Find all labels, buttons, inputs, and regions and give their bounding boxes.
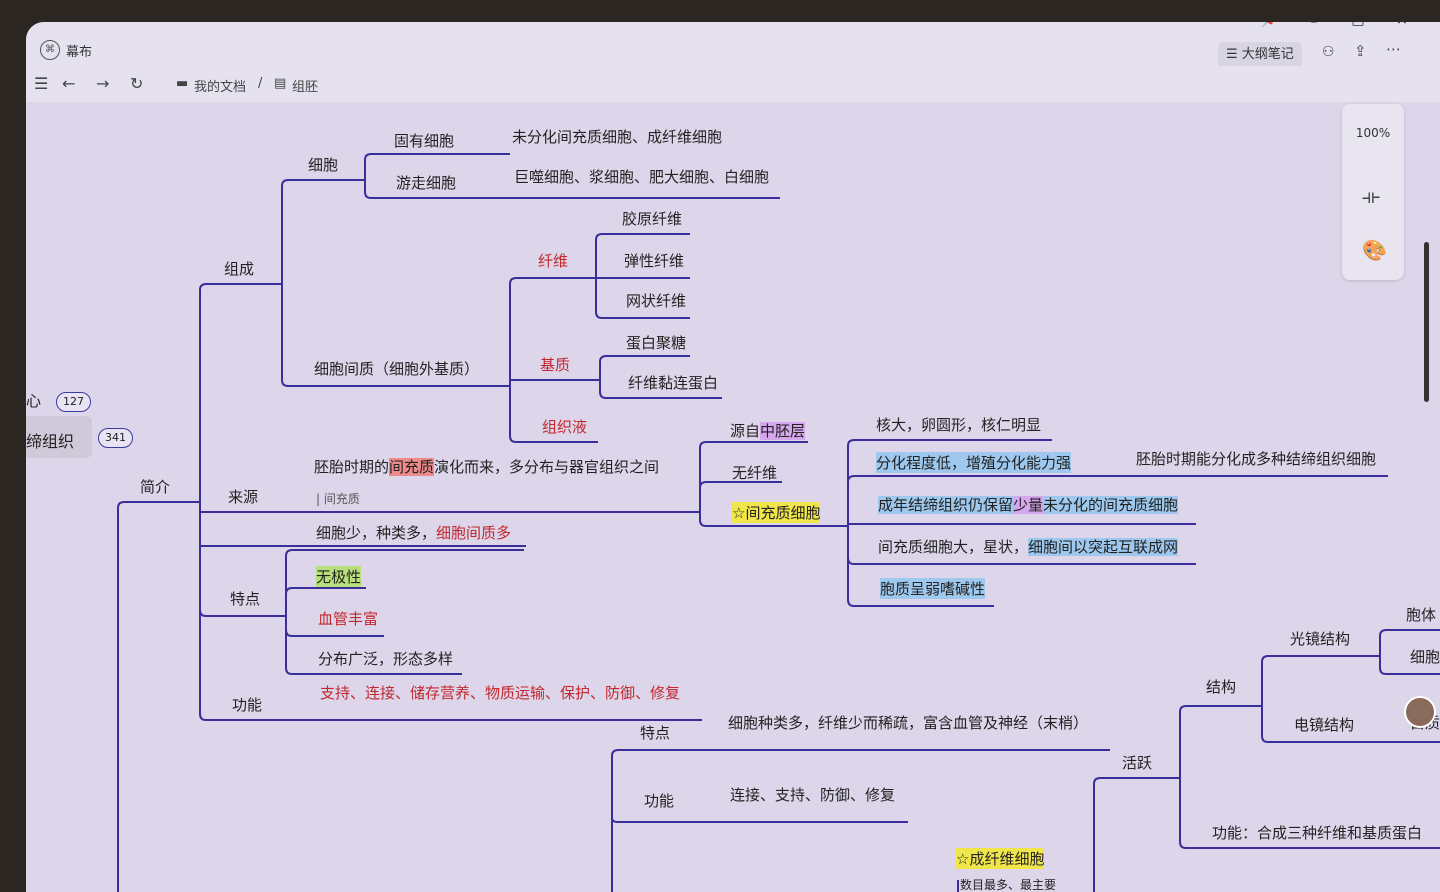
node-root[interactable]: 简介 [140, 478, 171, 496]
node-cell-2[interactable]: 细胞 [1410, 648, 1440, 666]
palette-icon[interactable]: 🎨 [1362, 238, 1387, 262]
node-fibronectin[interactable]: 纤维黏连蛋白 [628, 374, 719, 392]
left-node-label[interactable]: 心 [26, 392, 42, 410]
node-rich-vessels[interactable]: 血管丰富 [318, 610, 379, 628]
maximize-button[interactable]: □ [1344, 22, 1372, 28]
mindmap-canvas[interactable]: 心 127 缔组织 341 简介 组成 细胞 固有细胞 未分化间充质细胞、成纤维… [26, 102, 1440, 892]
minimize-button[interactable]: – [1310, 22, 1318, 30]
pin-button[interactable]: 📌 [1256, 22, 1284, 28]
scrollbar[interactable] [1424, 242, 1429, 402]
node-function-text[interactable]: 支持、连接、储存营养、物质运输、保护、防御、修复 [320, 684, 681, 702]
adult-text-b: 未分化的间充质细胞 [1043, 496, 1179, 514]
node-feature-cells: 细胞少，种类多，细胞间质多 [316, 522, 511, 543]
app-name: 幕布 [66, 45, 93, 60]
share-icon[interactable]: ⇪ [1354, 42, 1367, 60]
node-resident-cells[interactable]: 固有细胞 [394, 132, 455, 150]
node-origin[interactable]: 来源 [228, 488, 259, 506]
node-fibroblast-note[interactable]: 数目最多、最主要 [960, 878, 1057, 892]
node-origin-note[interactable]: | 间充质 [316, 492, 360, 506]
node-ground-substance[interactable]: 基质 [540, 356, 571, 374]
fit-view-icon[interactable]: ⟛ [1362, 184, 1381, 208]
outline-notes-button[interactable]: ☰ 大纲笔记 [1218, 42, 1302, 68]
avatar[interactable] [1404, 696, 1436, 728]
stellate-text-a: 间充质细胞大，星状， [878, 538, 1029, 556]
menu-icon[interactable]: ☰ [34, 74, 49, 93]
node-weak-basophilic[interactable]: 胞质呈弱嗜碱性 [880, 578, 986, 599]
node-elastic-fiber[interactable]: 弹性纤维 [624, 252, 685, 270]
node-differentiation-detail[interactable]: 胚胎时期能分化成多种结缔组织细胞 [1136, 450, 1377, 468]
breadcrumb-current-doc[interactable]: 组胚 [292, 80, 319, 95]
node-fibers[interactable]: 纤维 [538, 252, 569, 270]
collaborate-icon[interactable]: ⚇ [1322, 44, 1335, 60]
node-resident-cells-detail[interactable]: 未分化间充质细胞、成纤维细胞 [512, 128, 723, 146]
mesoderm-highlight: 中胚层 [760, 422, 806, 440]
node-function-3[interactable]: 功能：合成三种纤维和基质蛋白 [1212, 824, 1423, 842]
node-light-microscope[interactable]: 光镜结构 [1290, 630, 1351, 648]
node-electron-microscope[interactable]: 电镜结构 [1294, 716, 1355, 734]
node-reticular-fiber[interactable]: 网状纤维 [626, 292, 687, 310]
node-no-polarity[interactable]: 无极性 [316, 566, 362, 587]
breadcrumb-separator: / [258, 76, 263, 91]
mindmap-connectors [117, 153, 1440, 892]
doc-icon: ▤ [274, 76, 287, 91]
node-structure[interactable]: 结构 [1206, 678, 1237, 696]
node-function-2[interactable]: 功能 [644, 792, 675, 810]
adult-highlight: 少量 [1013, 496, 1044, 514]
node-intercellular-matrix[interactable]: 细胞间质（细胞外基质） [314, 360, 480, 378]
close-button[interactable]: × [1388, 22, 1416, 28]
zoom-panel: 100% ⟛ 🎨 [1342, 104, 1404, 280]
origin-text-b: 演化而来，多分布与器官组织之间 [434, 458, 660, 476]
node-wandering-cells[interactable]: 游走细胞 [396, 174, 457, 192]
zoom-level[interactable]: 100% [1355, 126, 1391, 140]
back-icon[interactable]: ← [62, 74, 76, 93]
node-function[interactable]: 功能 [232, 696, 263, 714]
node-low-differentiation[interactable]: 分化程度低，增殖分化能力强 [876, 452, 1072, 473]
node-large-nucleus[interactable]: 核大，卵圆形，核仁明显 [876, 416, 1042, 434]
adult-text-a: 成年结缔组织仍保留 [878, 496, 1014, 514]
node-mesenchymal-cell[interactable]: ☆间充质细胞 [732, 502, 821, 523]
node-active[interactable]: 活跃 [1122, 754, 1153, 772]
node-features-2[interactable]: 特点 [640, 724, 671, 742]
node-adult-retain: 成年结缔组织仍保留少量未分化的间充质细胞 [878, 494, 1179, 515]
mesoderm-text-a: 源自 [730, 422, 761, 440]
sidebar-card [26, 416, 92, 458]
node-features-2-text[interactable]: 细胞种类多，纤维少而稀疏，富含血管及神经（末梢） [728, 714, 1089, 732]
origin-text-a: 胚胎时期的 [314, 458, 390, 476]
origin-text-highlight: 间充质 [389, 458, 435, 476]
forward-icon[interactable]: → [96, 74, 110, 93]
left-node-label[interactable]: 缔组织 [26, 432, 75, 451]
breadcrumb-my-docs[interactable]: 我的文档 [194, 80, 247, 95]
breadcrumb-folder-icon: ▬ [176, 76, 189, 91]
feature-text-a: 细胞少，种类多， [316, 524, 437, 542]
nav-toolbar: ☰ ← → ↻ ▬ 我的文档 / ▤ 组胚 [26, 66, 1440, 102]
left-node-count-badge[interactable]: 341 [98, 428, 133, 448]
node-collagen-fiber[interactable]: 胶原纤维 [622, 210, 683, 228]
node-tissue-fluid[interactable]: 组织液 [542, 418, 588, 436]
node-fibroblast[interactable]: ☆成纤维细胞 [956, 848, 1045, 869]
node-cell-body[interactable]: 胞体 [1406, 606, 1437, 624]
node-function-2-text[interactable]: 连接、支持、防御、修复 [730, 786, 896, 804]
node-features[interactable]: 特点 [230, 590, 261, 608]
node-stellate-cells: 间充质细胞大，星状，细胞间以突起互联成网 [878, 536, 1179, 557]
refresh-icon[interactable]: ↻ [130, 74, 144, 93]
node-no-fibers[interactable]: 无纤维 [732, 464, 778, 482]
node-origin-text[interactable]: 胚胎时期的间充质演化而来，多分布与器官组织之间 [314, 456, 659, 477]
node-proteoglycan[interactable]: 蛋白聚糖 [626, 334, 687, 352]
stellate-highlight: 细胞间以突起互联成网 [1028, 538, 1179, 556]
node-composition[interactable]: 组成 [224, 260, 255, 278]
more-icon[interactable]: ⋯ [1386, 40, 1401, 58]
node-wandering-cells-detail[interactable]: 巨噬细胞、浆细胞、肥大细胞、白细胞 [514, 168, 770, 186]
feature-text-b: 细胞间质多 [436, 524, 512, 542]
app-logo-icon: ⌘ [40, 40, 60, 60]
node-from-mesoderm: 源自中胚层 [730, 420, 806, 441]
node-cells[interactable]: 细胞 [308, 156, 339, 174]
left-node-count-badge[interactable]: 127 [56, 392, 91, 412]
node-wide-distribution[interactable]: 分布广泛，形态多样 [318, 650, 454, 668]
title-bar: ⌘ 幕布 📌 – □ × ☰ 大纲笔记 ⚇ ⇪ ⋯ [26, 22, 1440, 68]
app-window: ⌘ 幕布 📌 – □ × ☰ 大纲笔记 ⚇ ⇪ ⋯ ☰ ← → ↻ ▬ 我的文档… [26, 22, 1440, 892]
